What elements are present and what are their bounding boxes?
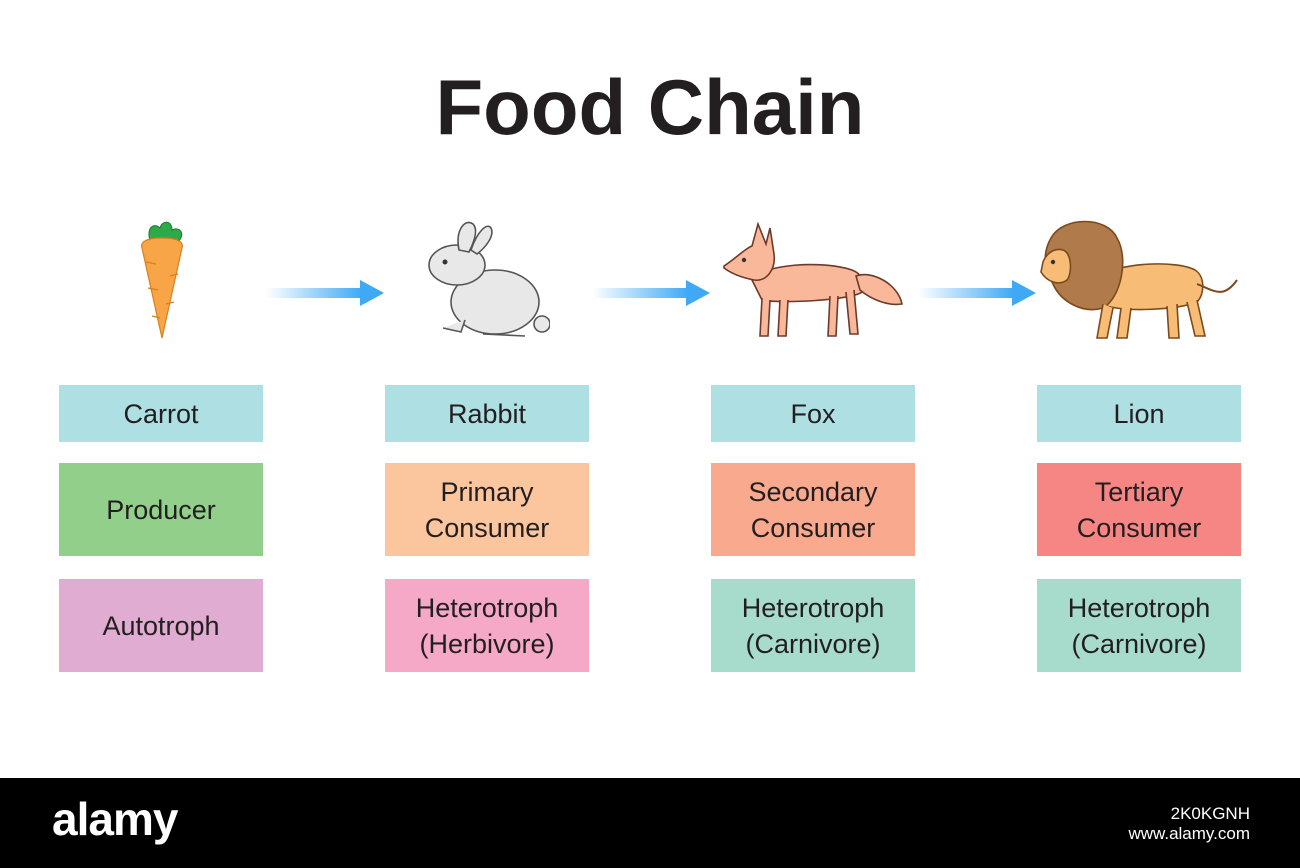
trophic-level-box: Secondary Consumer xyxy=(711,463,915,556)
arrow-right-icon xyxy=(918,280,1036,306)
arrow-right-icon xyxy=(266,280,384,306)
watermark-footer: alamy 2K0KGNH www.alamy.com xyxy=(0,778,1300,868)
organism-name: Fox xyxy=(790,398,836,429)
trophic-level: Primary Consumer xyxy=(424,476,550,543)
fox-icon xyxy=(723,221,903,337)
nutrition-type-box: Heterotroph (Carnivore) xyxy=(711,579,915,672)
organism-name: Carrot xyxy=(123,398,199,429)
trophic-level: Secondary Consumer xyxy=(748,476,878,543)
nutrition-type: Heterotroph (Herbivore) xyxy=(415,592,559,659)
lion-icon xyxy=(1040,220,1238,339)
carrot-icon xyxy=(141,221,183,339)
nutrition-type: Heterotroph (Carnivore) xyxy=(741,592,885,659)
nutrition-type-box: Autotroph xyxy=(59,579,263,672)
nutrition-type-box: Heterotroph (Carnivore) xyxy=(1037,579,1241,672)
image-url: www.alamy.com xyxy=(1128,824,1250,843)
trophic-level-box: Tertiary Consumer xyxy=(1037,463,1241,556)
trophic-level-box: Producer xyxy=(59,463,263,556)
page-title: Food Chain xyxy=(435,63,865,151)
organism-name-box: Carrot xyxy=(59,385,263,442)
rabbit-icon xyxy=(428,221,550,337)
image-id: 2K0KGNH xyxy=(1170,804,1250,823)
nutrition-type: Heterotroph (Carnivore) xyxy=(1067,592,1211,659)
trophic-level-box: Primary Consumer xyxy=(385,463,589,556)
alamy-logo: alamy xyxy=(52,793,178,845)
trophic-level: Tertiary Consumer xyxy=(1076,476,1202,543)
organism-name: Rabbit xyxy=(447,398,527,429)
image-id-text: 2K0KGNH www.alamy.com xyxy=(1128,804,1250,844)
organism-name-box: Rabbit xyxy=(385,385,589,442)
nutrition-type-box: Heterotroph (Herbivore) xyxy=(385,579,589,672)
organism-name: Lion xyxy=(1113,398,1165,429)
arrow-right-icon xyxy=(592,280,710,306)
organism-name-box: Fox xyxy=(711,385,915,442)
trophic-level: Producer xyxy=(106,494,216,525)
organism-name-box: Lion xyxy=(1037,385,1241,442)
nutrition-type: Autotroph xyxy=(102,610,220,641)
